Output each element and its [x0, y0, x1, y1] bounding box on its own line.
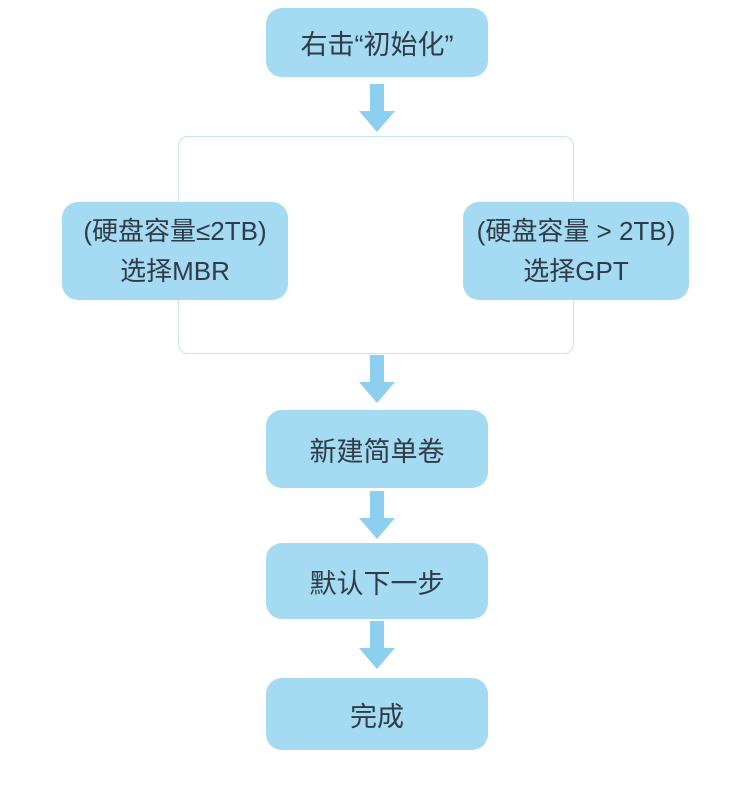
flow-node-gpt: (硬盘容量 > 2TB) 选择GPT [463, 202, 689, 300]
flow-node-mbr-condition: (硬盘容量≤2TB) [83, 216, 267, 246]
arrow-head [359, 111, 395, 132]
arrow-stem [370, 621, 384, 648]
flow-node-mbr-action: 选择MBR [120, 256, 230, 286]
arrow-stem [370, 491, 384, 518]
arrow-head [359, 648, 395, 669]
arrow-stem [370, 355, 384, 382]
arrow-down-icon [359, 84, 395, 132]
arrow-stem [370, 84, 384, 111]
arrow-down-icon [359, 621, 395, 669]
arrow-head [359, 518, 395, 539]
flow-node-mbr: (硬盘容量≤2TB) 选择MBR [62, 202, 288, 300]
flow-node-initialize: 右击“初始化” [266, 8, 488, 77]
flow-node-gpt-condition: (硬盘容量 > 2TB) [476, 216, 676, 246]
arrow-down-icon [359, 491, 395, 539]
flow-node-new-simple-volume: 新建简单卷 [266, 410, 488, 488]
flow-node-default-next-step: 默认下一步 [266, 543, 488, 619]
flow-node-gpt-action: 选择GPT [523, 256, 629, 286]
arrow-down-icon [359, 355, 395, 403]
flow-node-finish: 完成 [266, 678, 488, 750]
arrow-head [359, 382, 395, 403]
